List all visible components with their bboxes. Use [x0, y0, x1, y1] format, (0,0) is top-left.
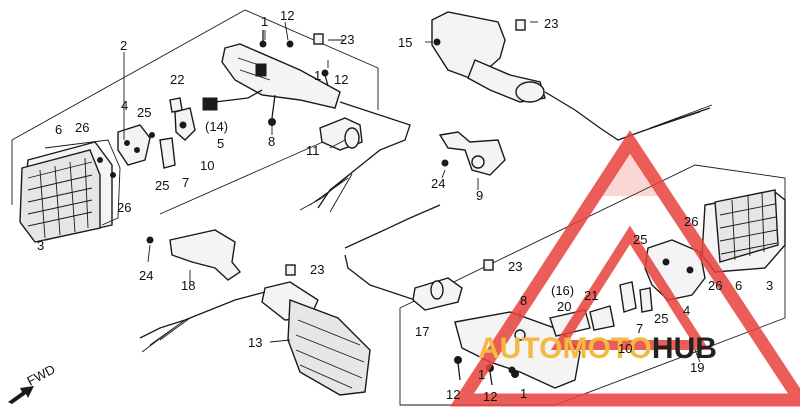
callout-6b: 6 [735, 278, 742, 293]
callout-23b: 23 [544, 16, 558, 31]
callout-9: 9 [476, 188, 483, 203]
callout-23a: 23 [340, 32, 354, 47]
callout-4b: 4 [683, 303, 690, 318]
callout-12b: 12 [334, 72, 348, 87]
callout-18: 18 [181, 278, 195, 293]
rear-left-wire [139, 291, 266, 339]
callout-12a: 12 [280, 8, 294, 23]
callout-1c: 1 [478, 367, 485, 382]
watermark-triangle-top [595, 142, 665, 196]
callout-8b: 8 [520, 293, 527, 308]
callout-3a: 3 [37, 238, 44, 253]
callout-25b: 25 [155, 178, 169, 193]
callout-26a: 26 [75, 120, 89, 135]
watermark-text: AUTOMOTOHUB [478, 332, 717, 365]
callout-7b: 7 [636, 321, 643, 336]
callout-16: (16) [551, 283, 574, 298]
callout-7a: 7 [182, 175, 189, 190]
callout-8a: 8 [268, 134, 275, 149]
callout-12d: 12 [483, 389, 497, 404]
watermark-text-part1: AUTOMOTO [478, 332, 652, 365]
left-mounting-stay [202, 43, 341, 126]
callout-26b: 26 [117, 200, 131, 215]
callout-6a: 6 [55, 122, 62, 137]
callout-5: 5 [217, 136, 224, 151]
rear-left-signal [261, 281, 371, 396]
watermark-triangle-outer [450, 130, 800, 407]
left-assembly-boundary [11, 9, 379, 215]
callout-26d: 26 [708, 278, 722, 293]
left-lens-lamp [19, 139, 121, 243]
callout-21: 21 [584, 288, 598, 303]
callout-11: 11 [306, 143, 320, 158]
callout-15: 15 [398, 35, 412, 50]
callout-25c: 25 [633, 232, 647, 247]
callout-26c: 26 [684, 214, 698, 229]
callout-20: 20 [557, 299, 571, 314]
left-wire-harness [317, 101, 411, 209]
callout-2: 2 [120, 38, 127, 53]
callout-1a: 1 [261, 14, 268, 29]
callout-25a: 25 [137, 105, 151, 120]
leader-lines [123, 21, 701, 363]
callout-24b: 24 [139, 268, 153, 283]
fwd-arrow: FWD [8, 362, 58, 404]
callout-24a: 24 [431, 176, 445, 191]
watermark-logo [450, 130, 800, 407]
right-assembly-boundary [399, 164, 786, 406]
right-grommet [412, 277, 463, 311]
callout-25d: 25 [654, 311, 668, 326]
center-bracket [438, 131, 506, 176]
callout-1d: 1 [520, 386, 527, 401]
front-right-wire [544, 91, 711, 141]
left-bulb-socket [319, 117, 363, 151]
callout-23d: 23 [508, 259, 522, 274]
callout-12c: 12 [446, 387, 460, 402]
callout-19: 19 [690, 360, 704, 375]
fwd-label: FWD [24, 362, 57, 389]
lower-left-bracket [169, 229, 242, 281]
callout-4a: 4 [121, 98, 128, 113]
callout-1b: 1 [314, 68, 321, 83]
watermark-triangle-inner [550, 225, 710, 350]
callout-22: 22 [170, 72, 184, 87]
left-socket-assembly [97, 97, 196, 178]
front-right-signal [431, 11, 546, 103]
part-number-callouts: 1 1 1 1 2 3 3 4 4 5 6 6 7 7 8 8 9 10 10 … [37, 8, 773, 404]
right-mounting-stay [454, 311, 581, 389]
callout-23c: 23 [310, 262, 324, 277]
callout-14: (14) [205, 119, 228, 134]
callout-10b: 10 [618, 341, 632, 356]
watermark-text-part2: HUB [652, 332, 717, 365]
callout-17: 17 [415, 324, 429, 339]
callout-3b: 3 [766, 278, 773, 293]
callout-13: 13 [248, 335, 262, 350]
right-lens-lamp [701, 189, 786, 273]
callout-10a: 10 [200, 158, 214, 173]
